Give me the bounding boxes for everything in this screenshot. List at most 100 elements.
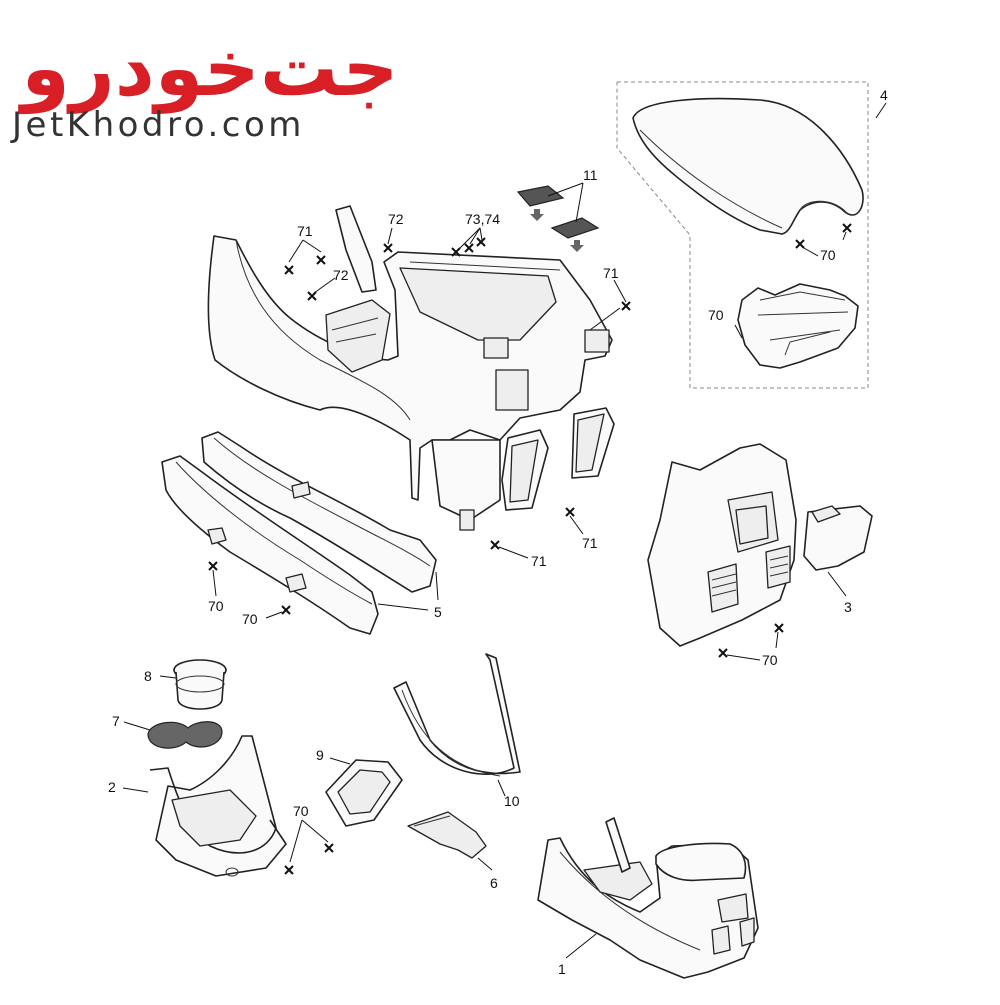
callout-70-armrest: 70 bbox=[820, 247, 836, 263]
rear-vent-right bbox=[765, 545, 791, 589]
callout-leader-line bbox=[212, 569, 217, 597]
callout-leader-line bbox=[387, 227, 393, 245]
callout-leader-line bbox=[459, 227, 481, 249]
callout-leader-line bbox=[313, 277, 336, 294]
callout-leader-line bbox=[775, 631, 779, 649]
armrest-dashed-box bbox=[616, 81, 869, 389]
screw-cross-icon bbox=[451, 247, 461, 257]
screw-cross-icon bbox=[464, 243, 474, 253]
callout-7: 7 bbox=[112, 713, 120, 729]
pad-arrow-right bbox=[570, 240, 584, 252]
callout-71-top: 71 bbox=[297, 223, 313, 239]
logo-persian-text: جت‌خودرو bbox=[17, 24, 398, 114]
callout-70-rear: 70 bbox=[762, 652, 778, 668]
screw-cross-icon bbox=[316, 255, 326, 265]
part-1-assembled-console: 1 bbox=[537, 817, 759, 979]
assembled-armrest bbox=[655, 842, 747, 882]
callout-9: 9 bbox=[316, 747, 324, 763]
callout-leader-line bbox=[575, 182, 584, 223]
callout-leader-line bbox=[123, 721, 151, 731]
assembled-tray bbox=[583, 861, 653, 901]
cup-holder-boss bbox=[225, 867, 239, 877]
callout-4: 4 bbox=[880, 87, 888, 103]
callout-5: 5 bbox=[434, 604, 442, 620]
cup-holder-well bbox=[171, 789, 257, 847]
vent-slats bbox=[711, 555, 789, 597]
callout-72-a: 72 bbox=[388, 211, 404, 227]
rear-panel: 70 3 bbox=[647, 443, 873, 668]
screw-cross-icon bbox=[795, 239, 805, 249]
callout-10: 10 bbox=[504, 793, 520, 809]
callout-leader-line bbox=[479, 227, 483, 241]
callout-leader-line bbox=[265, 611, 283, 619]
lower-clip bbox=[459, 509, 475, 531]
callout-6: 6 bbox=[490, 875, 498, 891]
callout-11: 11 bbox=[583, 167, 598, 183]
cup-insert-ring bbox=[175, 675, 225, 693]
pad-right bbox=[550, 217, 600, 239]
screw-cross-icon bbox=[281, 605, 291, 615]
bezel-edge bbox=[413, 815, 451, 827]
bracket-details bbox=[757, 291, 849, 356]
callout-leader-line bbox=[589, 307, 621, 331]
u-trim-edge bbox=[401, 689, 501, 777]
pad-arrow-left bbox=[530, 209, 544, 221]
part-5-side-rails: 70 70 5 bbox=[161, 431, 442, 635]
callout-leader-line bbox=[498, 546, 529, 559]
pad-left bbox=[516, 185, 565, 207]
rail-upper-crease bbox=[213, 437, 431, 567]
console-lower-body bbox=[431, 439, 501, 521]
part-4-armrest-assembly: 4 70 70 bbox=[616, 81, 888, 389]
tray-detail bbox=[331, 317, 379, 343]
callout-leader-line bbox=[288, 239, 304, 263]
callout-1: 1 bbox=[558, 961, 566, 977]
logo-latin-text: JetKhodro.com bbox=[10, 105, 305, 145]
callout-leader-line bbox=[569, 515, 584, 535]
assembled-post bbox=[605, 817, 631, 873]
callout-leader-line bbox=[497, 779, 506, 797]
rear-vent-left bbox=[707, 563, 739, 613]
screw-cross-icon bbox=[718, 648, 728, 658]
callout-2: 2 bbox=[108, 779, 116, 795]
brand-logo: جت‌خودرو JetKhodro.com bbox=[10, 24, 399, 145]
armrest-lid-notch bbox=[799, 200, 847, 213]
cup-holder-group: 8 7 2 70 bbox=[108, 659, 334, 877]
part-10-u-trim: 10 bbox=[393, 653, 521, 809]
armrest-hinge-bracket bbox=[737, 283, 859, 369]
callout-72-b: 72 bbox=[333, 267, 349, 283]
assembled-vent-right bbox=[739, 917, 755, 947]
armrest-lid bbox=[632, 97, 864, 235]
callout-3: 3 bbox=[844, 599, 852, 615]
callout-leader-line bbox=[547, 182, 584, 197]
screw-cross-icon bbox=[842, 223, 852, 233]
u-trim-strip bbox=[393, 653, 521, 775]
part-6-bezel: 6 bbox=[407, 811, 498, 891]
assembled-crease bbox=[559, 851, 701, 951]
screw-cross-icon bbox=[565, 507, 575, 517]
callout-leader-line bbox=[302, 239, 322, 253]
screw-cross-icon bbox=[284, 265, 294, 275]
callout-leader-line bbox=[122, 787, 149, 793]
screw-cross-icon bbox=[324, 843, 334, 853]
screw-cross-icon bbox=[490, 540, 500, 550]
bezel-body bbox=[407, 811, 487, 859]
screw-cross-icon bbox=[621, 301, 631, 311]
part-11-pads: 11 bbox=[516, 167, 600, 252]
callout-leader-line bbox=[477, 857, 493, 871]
trim-ring-inner bbox=[337, 769, 391, 815]
mid-bracket bbox=[483, 337, 509, 359]
screw-cross-icon bbox=[284, 865, 294, 875]
callout-leader-line bbox=[827, 571, 847, 597]
callout-leader-line bbox=[377, 603, 429, 611]
cup-mat bbox=[147, 721, 223, 749]
screw-cross-icon bbox=[476, 237, 486, 247]
callout-leader-line bbox=[301, 819, 329, 843]
callout-leader-line bbox=[842, 231, 847, 241]
screw-cross-icon bbox=[307, 291, 317, 301]
rear-bracket-right bbox=[584, 329, 610, 353]
callout-leader-line bbox=[734, 324, 743, 339]
storage-bin-opening bbox=[399, 267, 557, 341]
assembled-vent-left bbox=[711, 925, 731, 955]
callout-leader-line bbox=[726, 654, 761, 661]
